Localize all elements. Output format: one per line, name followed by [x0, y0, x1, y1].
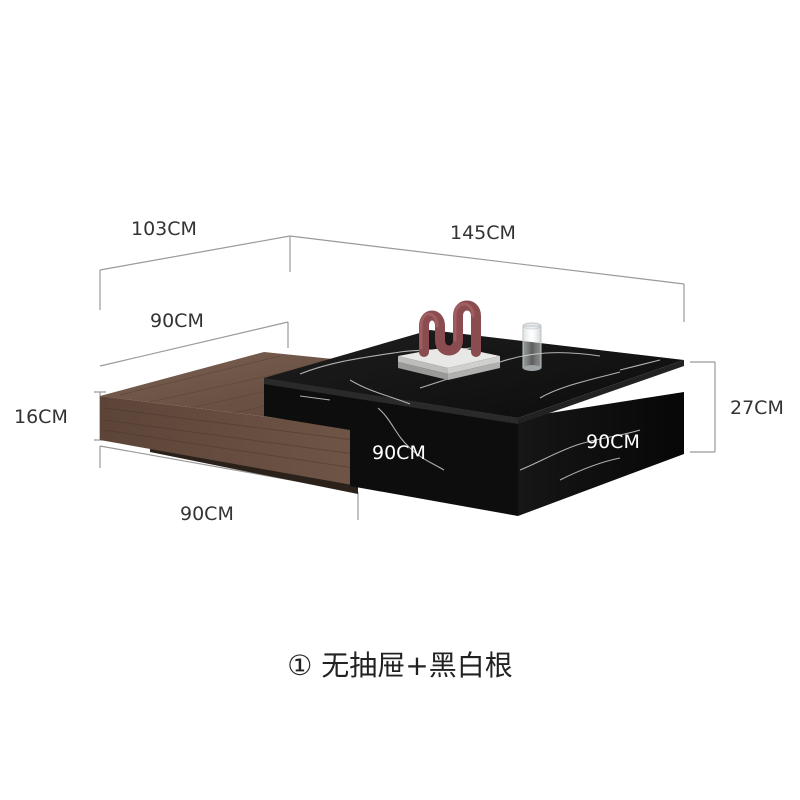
- marble-block: [264, 330, 684, 516]
- variant-caption: ① 无抽屉+黑白根: [287, 649, 513, 682]
- marble-veins: [299, 345, 661, 481]
- dimension-marble-height: 27CM: [730, 397, 784, 419]
- dimension-marble-width: 90CM: [586, 431, 640, 453]
- dimension-total-depth: 103CM: [131, 218, 197, 240]
- dimension-wood-top-depth: 90CM: [150, 310, 204, 332]
- dimension-lines: [94, 235, 716, 520]
- dimension-wood-height: 16CM: [14, 406, 68, 428]
- sculpture-highlight: [419, 302, 475, 350]
- dimension-marble-depth: 90CM: [372, 442, 426, 464]
- dimension-total-width: 145CM: [450, 222, 516, 244]
- dimension-wood-front-width: 90CM: [180, 503, 234, 525]
- glass-vase: [522, 322, 542, 371]
